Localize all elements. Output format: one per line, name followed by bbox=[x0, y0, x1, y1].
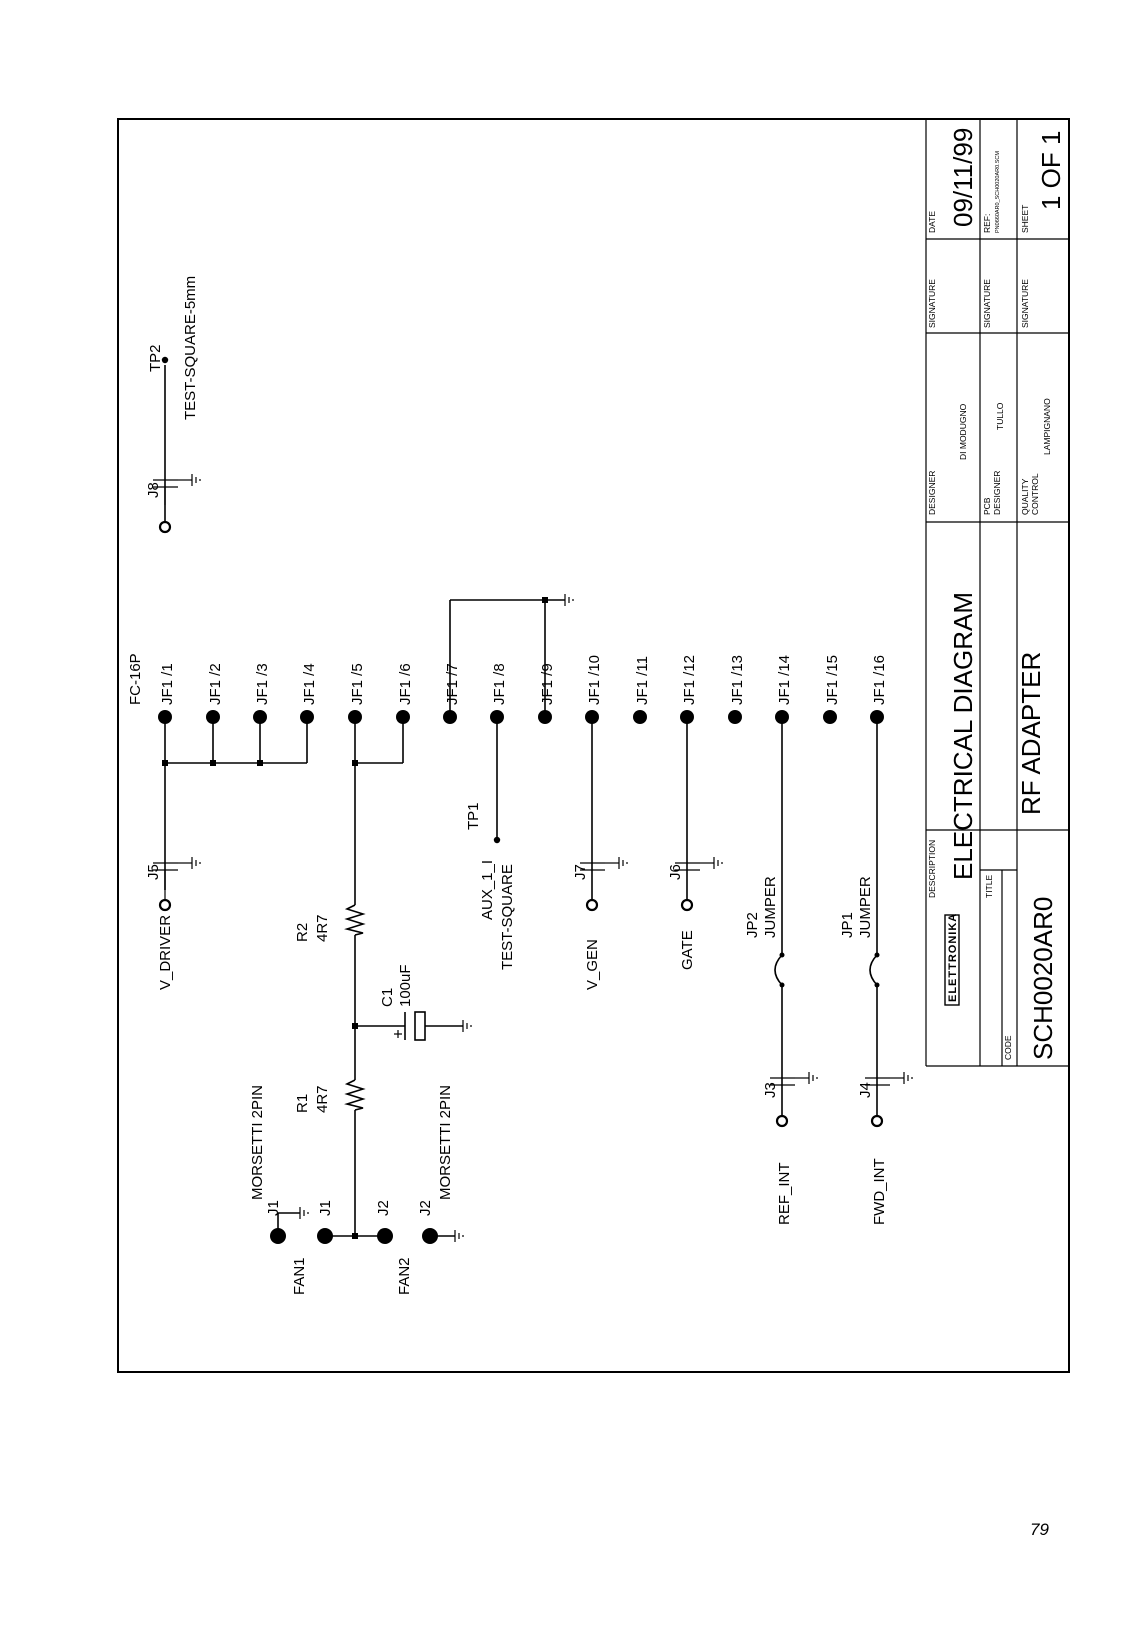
net-v-gen: V_GEN bbox=[584, 939, 601, 990]
pin-label: JF1 /1 bbox=[159, 663, 176, 705]
r2-value: 4R7 bbox=[314, 914, 331, 942]
jp2-jumper: JUMPER bbox=[762, 876, 779, 938]
r2-ref: R2 bbox=[294, 923, 311, 942]
jumper-jp2 bbox=[774, 952, 785, 988]
date-label: DATE bbox=[927, 211, 937, 233]
pin-label: JF1 /9 bbox=[539, 663, 556, 705]
jp2-ref: JP2 bbox=[744, 912, 761, 938]
code-text: SCH0020AR0 bbox=[1028, 897, 1058, 1060]
net-fan1: FAN1 bbox=[291, 1257, 308, 1295]
pin-label: JF1 /7 bbox=[444, 663, 461, 705]
pin-label: JF1 /10 bbox=[586, 655, 603, 705]
page-number: 79 bbox=[1030, 1520, 1049, 1539]
designer-label: DESIGNER bbox=[927, 471, 937, 515]
pin-label: JF1 /6 bbox=[397, 663, 414, 705]
r1-value: 4R7 bbox=[314, 1085, 331, 1113]
ref-label: REF: bbox=[982, 214, 992, 233]
net-fan2: FAN2 bbox=[396, 1257, 413, 1295]
j8-ref: J8 bbox=[145, 482, 162, 498]
pin-label: JF1 /12 bbox=[681, 655, 698, 705]
terminal-j4 bbox=[870, 1114, 884, 1128]
quality-name: LAMPIGNANO bbox=[1042, 398, 1052, 455]
sheet-border bbox=[117, 118, 1070, 1373]
tp2-ref: TP2 bbox=[147, 344, 164, 372]
pin-label: JF1 /16 bbox=[871, 655, 888, 705]
pin-label: JF1 /2 bbox=[207, 663, 224, 705]
pin-label: JF1 /4 bbox=[301, 663, 318, 705]
wires bbox=[161, 356, 878, 1239]
j5-ref: J5 bbox=[145, 864, 162, 880]
net-gate: GATE bbox=[679, 930, 696, 970]
terminal-j6 bbox=[680, 898, 694, 912]
pin-label: JF1 /8 bbox=[491, 663, 508, 705]
pin-label: JF1 /3 bbox=[254, 663, 271, 705]
title-label: TITLE bbox=[984, 875, 994, 898]
c1-value: 100uF bbox=[397, 964, 414, 1007]
terminal-j8 bbox=[158, 520, 172, 534]
pin-label: JF1 /15 bbox=[824, 655, 841, 705]
pin-label: JF1 /11 bbox=[634, 656, 651, 705]
connector-jf1: FC-16P JF1 /1 JF1 /2 JF1 /3 JF1 /4 JF1 /… bbox=[127, 653, 888, 724]
sheet-label: SHEET bbox=[1020, 205, 1030, 233]
code-label: CODE bbox=[1003, 1035, 1013, 1060]
pcb-designer-label-2: DESIGNER bbox=[992, 471, 1002, 515]
net-fwd-int: FWD_INT bbox=[871, 1158, 888, 1225]
description-label: DESCRIPTION bbox=[927, 840, 937, 898]
c1-ref: C1 bbox=[379, 988, 396, 1007]
title-text: RF ADAPTER bbox=[1016, 652, 1046, 815]
j2-ref-bottom: J2 bbox=[417, 1200, 434, 1216]
capacitor-c1 bbox=[394, 1011, 426, 1041]
company-logo: ELETTRONIKA bbox=[944, 913, 960, 1006]
title-block: ELETTRONIKA DESCRIPTION ELECTRICAL DIAGR… bbox=[925, 119, 1069, 1067]
jp1-jumper: JUMPER bbox=[857, 876, 874, 938]
j2-ref: J2 bbox=[375, 1200, 392, 1216]
j1-ref-top: J1 bbox=[265, 1200, 282, 1216]
terminal-j3 bbox=[775, 1114, 789, 1128]
tp2-type: TEST-SQUARE-5mm bbox=[182, 276, 199, 420]
signature-label-3: SIGNATURE bbox=[1020, 279, 1030, 328]
signature-label-1: SIGNATURE bbox=[927, 279, 937, 328]
resistor-r1 bbox=[344, 1079, 366, 1111]
tp1-type: TEST-SQUARE bbox=[499, 864, 516, 970]
j7-ref: J7 bbox=[572, 864, 589, 880]
pin-dots bbox=[158, 710, 884, 724]
signature-label-2: SIGNATURE bbox=[982, 279, 992, 328]
pin-label: JF1 /5 bbox=[349, 663, 366, 705]
pcb-designer-name: TULLO bbox=[995, 402, 1005, 430]
pcb-designer-label-1: PCB bbox=[982, 497, 992, 515]
morsetti-j2: MORSETTI 2PIN bbox=[437, 1085, 454, 1200]
tp1-net: AUX_1_I bbox=[479, 860, 496, 920]
jumper-jp1 bbox=[869, 952, 880, 988]
net-v-driver: V_DRIVER bbox=[157, 915, 174, 990]
j3-ref: J3 bbox=[762, 1082, 779, 1098]
description-text: ELECTRICAL DIAGRAM bbox=[948, 592, 978, 880]
r1-ref: R1 bbox=[294, 1094, 311, 1113]
logo-text: ELETTRONIKA bbox=[947, 913, 959, 1002]
quality-label-1: QUALITY bbox=[1020, 478, 1030, 515]
ref-value: PN0660AR0_SCH0020AR0.SCM bbox=[995, 151, 1001, 233]
resistor-r2 bbox=[344, 904, 366, 936]
tp1-ref: TP1 bbox=[465, 802, 482, 830]
morsetti-j1: MORSETTI 2PIN bbox=[249, 1085, 266, 1200]
terminal-j5 bbox=[158, 898, 172, 912]
jp1-ref: JP1 bbox=[839, 912, 856, 938]
component-labels: TP2 TEST-SQUARE-5mm J8 J5 V_DRIVER R2 4R… bbox=[145, 276, 888, 1295]
terminal-j7 bbox=[585, 898, 599, 912]
sheet-value: 1 OF 1 bbox=[1036, 131, 1066, 210]
pin-label: JF1 /14 bbox=[776, 655, 793, 705]
quality-label-2: CONTROL bbox=[1030, 473, 1040, 515]
j6-ref: J6 bbox=[667, 864, 684, 880]
j4-ref: J4 bbox=[857, 1082, 874, 1098]
date-value: 09/11/99 bbox=[948, 128, 978, 227]
connector-ref: FC-16P bbox=[127, 653, 144, 705]
designer-name: DI MODUGNO bbox=[958, 403, 968, 460]
net-ref-int: REF_INT bbox=[776, 1162, 793, 1225]
symbols bbox=[153, 474, 913, 1244]
pin-label: JF1 /13 bbox=[729, 655, 746, 705]
j1-ref: J1 bbox=[317, 1200, 334, 1216]
